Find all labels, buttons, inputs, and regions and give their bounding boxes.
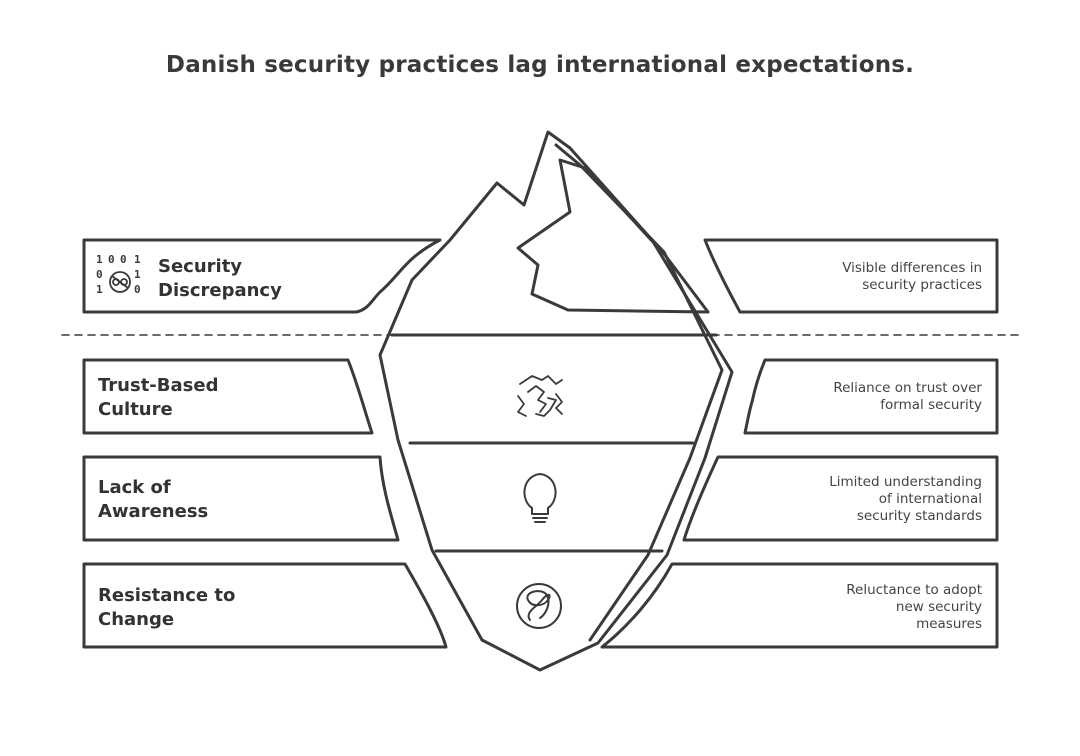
svg-text:1: 1 <box>134 253 141 266</box>
layer-label-lack-of-awareness: Lack of Awareness <box>98 477 209 522</box>
svg-text:0: 0 <box>120 253 127 266</box>
iceberg-inner-outline <box>554 143 724 642</box>
left-box-4 <box>82 562 448 649</box>
handshake-icon <box>517 375 563 417</box>
layer-label-trust-based-culture: Trust-Based Culture <box>98 375 219 420</box>
face-icon <box>109 271 131 293</box>
svg-text:0: 0 <box>96 268 103 281</box>
right-box-4 <box>600 562 999 649</box>
layer-label-resistance-to-change: Resistance to Change <box>98 585 236 630</box>
iceberg-peak <box>516 158 710 314</box>
binary-face-icon: 1 0 0 1 0 1 1 0 <box>96 253 141 296</box>
right-box-2 <box>743 358 999 435</box>
svg-text:0: 0 <box>134 283 141 296</box>
svg-text:1: 1 <box>134 268 141 281</box>
left-box-1 <box>82 238 442 314</box>
layer-description-security-discrepancy: Visible differences in security practice… <box>842 260 982 293</box>
layer-description-lack-of-awareness: Limited understanding of international s… <box>829 474 982 524</box>
right-box-3 <box>682 455 999 542</box>
page-title: Danish security practices lag internatio… <box>165 52 915 78</box>
left-box-3 <box>82 455 400 542</box>
layer-label-security-discrepancy: Security Discrepancy <box>158 256 282 301</box>
layer-description-trust-based-culture: Reliance on trust over formal security <box>833 380 982 413</box>
left-box-2 <box>82 358 374 435</box>
iceberg-outline <box>378 130 734 672</box>
svg-text:1: 1 <box>96 253 103 266</box>
layer-description-resistance-to-change: Reluctance to adopt new security measure… <box>846 582 982 632</box>
lightbulb-icon <box>523 473 557 523</box>
right-box-1 <box>703 238 999 314</box>
svg-text:0: 0 <box>108 253 115 266</box>
knot-icon <box>516 583 562 629</box>
svg-text:1: 1 <box>96 283 103 296</box>
